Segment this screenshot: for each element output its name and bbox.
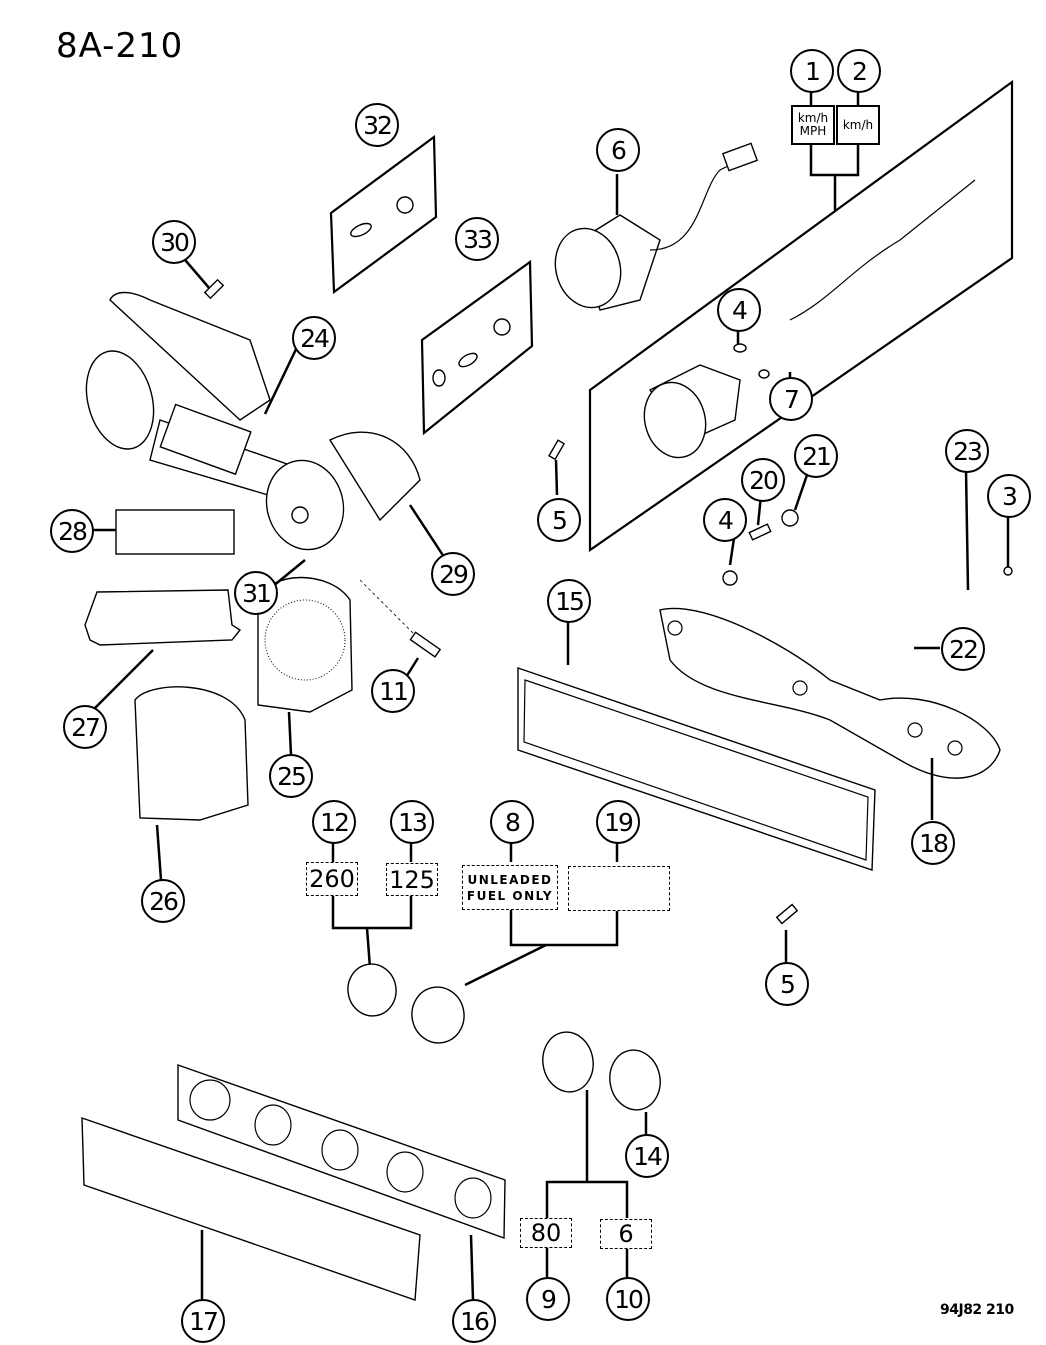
callout-10[interactable]: 10 (606, 1277, 650, 1321)
callout-5-upper[interactable]: 5 (537, 498, 581, 542)
screw-5-upper (548, 439, 566, 461)
callout-15[interactable]: 15 (547, 579, 591, 623)
cover-plate-28 (115, 509, 235, 555)
callout-13[interactable]: 13 (390, 800, 434, 844)
callout-32[interactable]: 32 (355, 103, 399, 147)
screw-30 (179, 253, 225, 300)
callout-30[interactable]: 30 (152, 220, 196, 264)
gauge-label-12: 260 (306, 862, 358, 896)
callout-20[interactable]: 20 (741, 458, 785, 502)
callout-23[interactable]: 23 (945, 429, 989, 473)
fuel-label-8: UNLEADED FUEL ONLY (462, 865, 558, 910)
callout-6[interactable]: 6 (596, 128, 640, 172)
callout-21[interactable]: 21 (794, 434, 838, 478)
bulb-4 (722, 570, 738, 586)
bulb-20 (748, 523, 772, 541)
callout-8[interactable]: 8 (490, 800, 534, 844)
callout-31[interactable]: 31 (234, 571, 278, 615)
callout-16[interactable]: 16 (452, 1299, 496, 1343)
callout-22[interactable]: 22 (941, 627, 985, 671)
cluster-housing-15 (517, 620, 876, 871)
callout-19[interactable]: 19 (596, 800, 640, 844)
callout-18[interactable]: 18 (911, 821, 955, 865)
bulb-kit-33-card (420, 259, 534, 436)
page-code: 8A-210 (56, 26, 184, 66)
callout-7[interactable]: 7 (769, 377, 813, 421)
callout-4-lower[interactable]: 4 (703, 498, 747, 542)
callout-3[interactable]: 3 (987, 474, 1031, 518)
callout-28[interactable]: 28 (50, 509, 94, 553)
cluster-housing-24 (85, 291, 421, 551)
screw-11 (409, 631, 442, 658)
screw-5-lower (775, 903, 799, 925)
speedometer-on-card (643, 179, 976, 459)
fuel-label-19 (568, 866, 670, 911)
bulb-kit-32-card (329, 134, 438, 295)
callout-9[interactable]: 9 (526, 1277, 570, 1321)
gauge-12-13-bracket (331, 840, 465, 1044)
callout-2[interactable]: 2 (837, 49, 881, 93)
bezel-26 (134, 686, 249, 821)
callout-25[interactable]: 25 (269, 754, 313, 798)
callout-27[interactable]: 27 (63, 705, 107, 749)
gauge-9-10-bracket (542, 1031, 661, 1278)
figure-code: 94J82 210 (940, 1302, 1014, 1318)
gauge-label-9: 80 (520, 1218, 572, 1248)
circuit-board-18 (659, 607, 1001, 820)
callout-5-lower[interactable]: 5 (765, 962, 809, 1006)
callout-1[interactable]: 1 (790, 49, 834, 93)
callout-33[interactable]: 33 (455, 217, 499, 261)
nut-3 (1003, 566, 1013, 576)
callout-4-upper[interactable]: 4 (717, 288, 761, 332)
speedometer-card (588, 79, 1014, 553)
callout-29[interactable]: 29 (431, 552, 475, 596)
callout-12[interactable]: 12 (312, 800, 356, 844)
callout-24[interactable]: 24 (292, 316, 336, 360)
face-plate-16 (177, 1064, 506, 1301)
speedometer-6 (554, 142, 759, 311)
callout-26[interactable]: 26 (141, 879, 185, 923)
gauge-label-13: 125 (386, 863, 438, 896)
speedometer-label-2: km/h (836, 105, 880, 145)
socket-21 (781, 509, 799, 527)
lens-17 (81, 1117, 421, 1301)
callout-11[interactable]: 11 (371, 669, 415, 713)
speedometer-label-1: km/h MPH (791, 105, 835, 145)
callout-14[interactable]: 14 (625, 1134, 669, 1178)
panel-27 (84, 589, 242, 646)
fuel-label-bracket (464, 840, 619, 987)
callout-17[interactable]: 17 (181, 1299, 225, 1343)
gauge-label-10: 6 (600, 1219, 652, 1249)
